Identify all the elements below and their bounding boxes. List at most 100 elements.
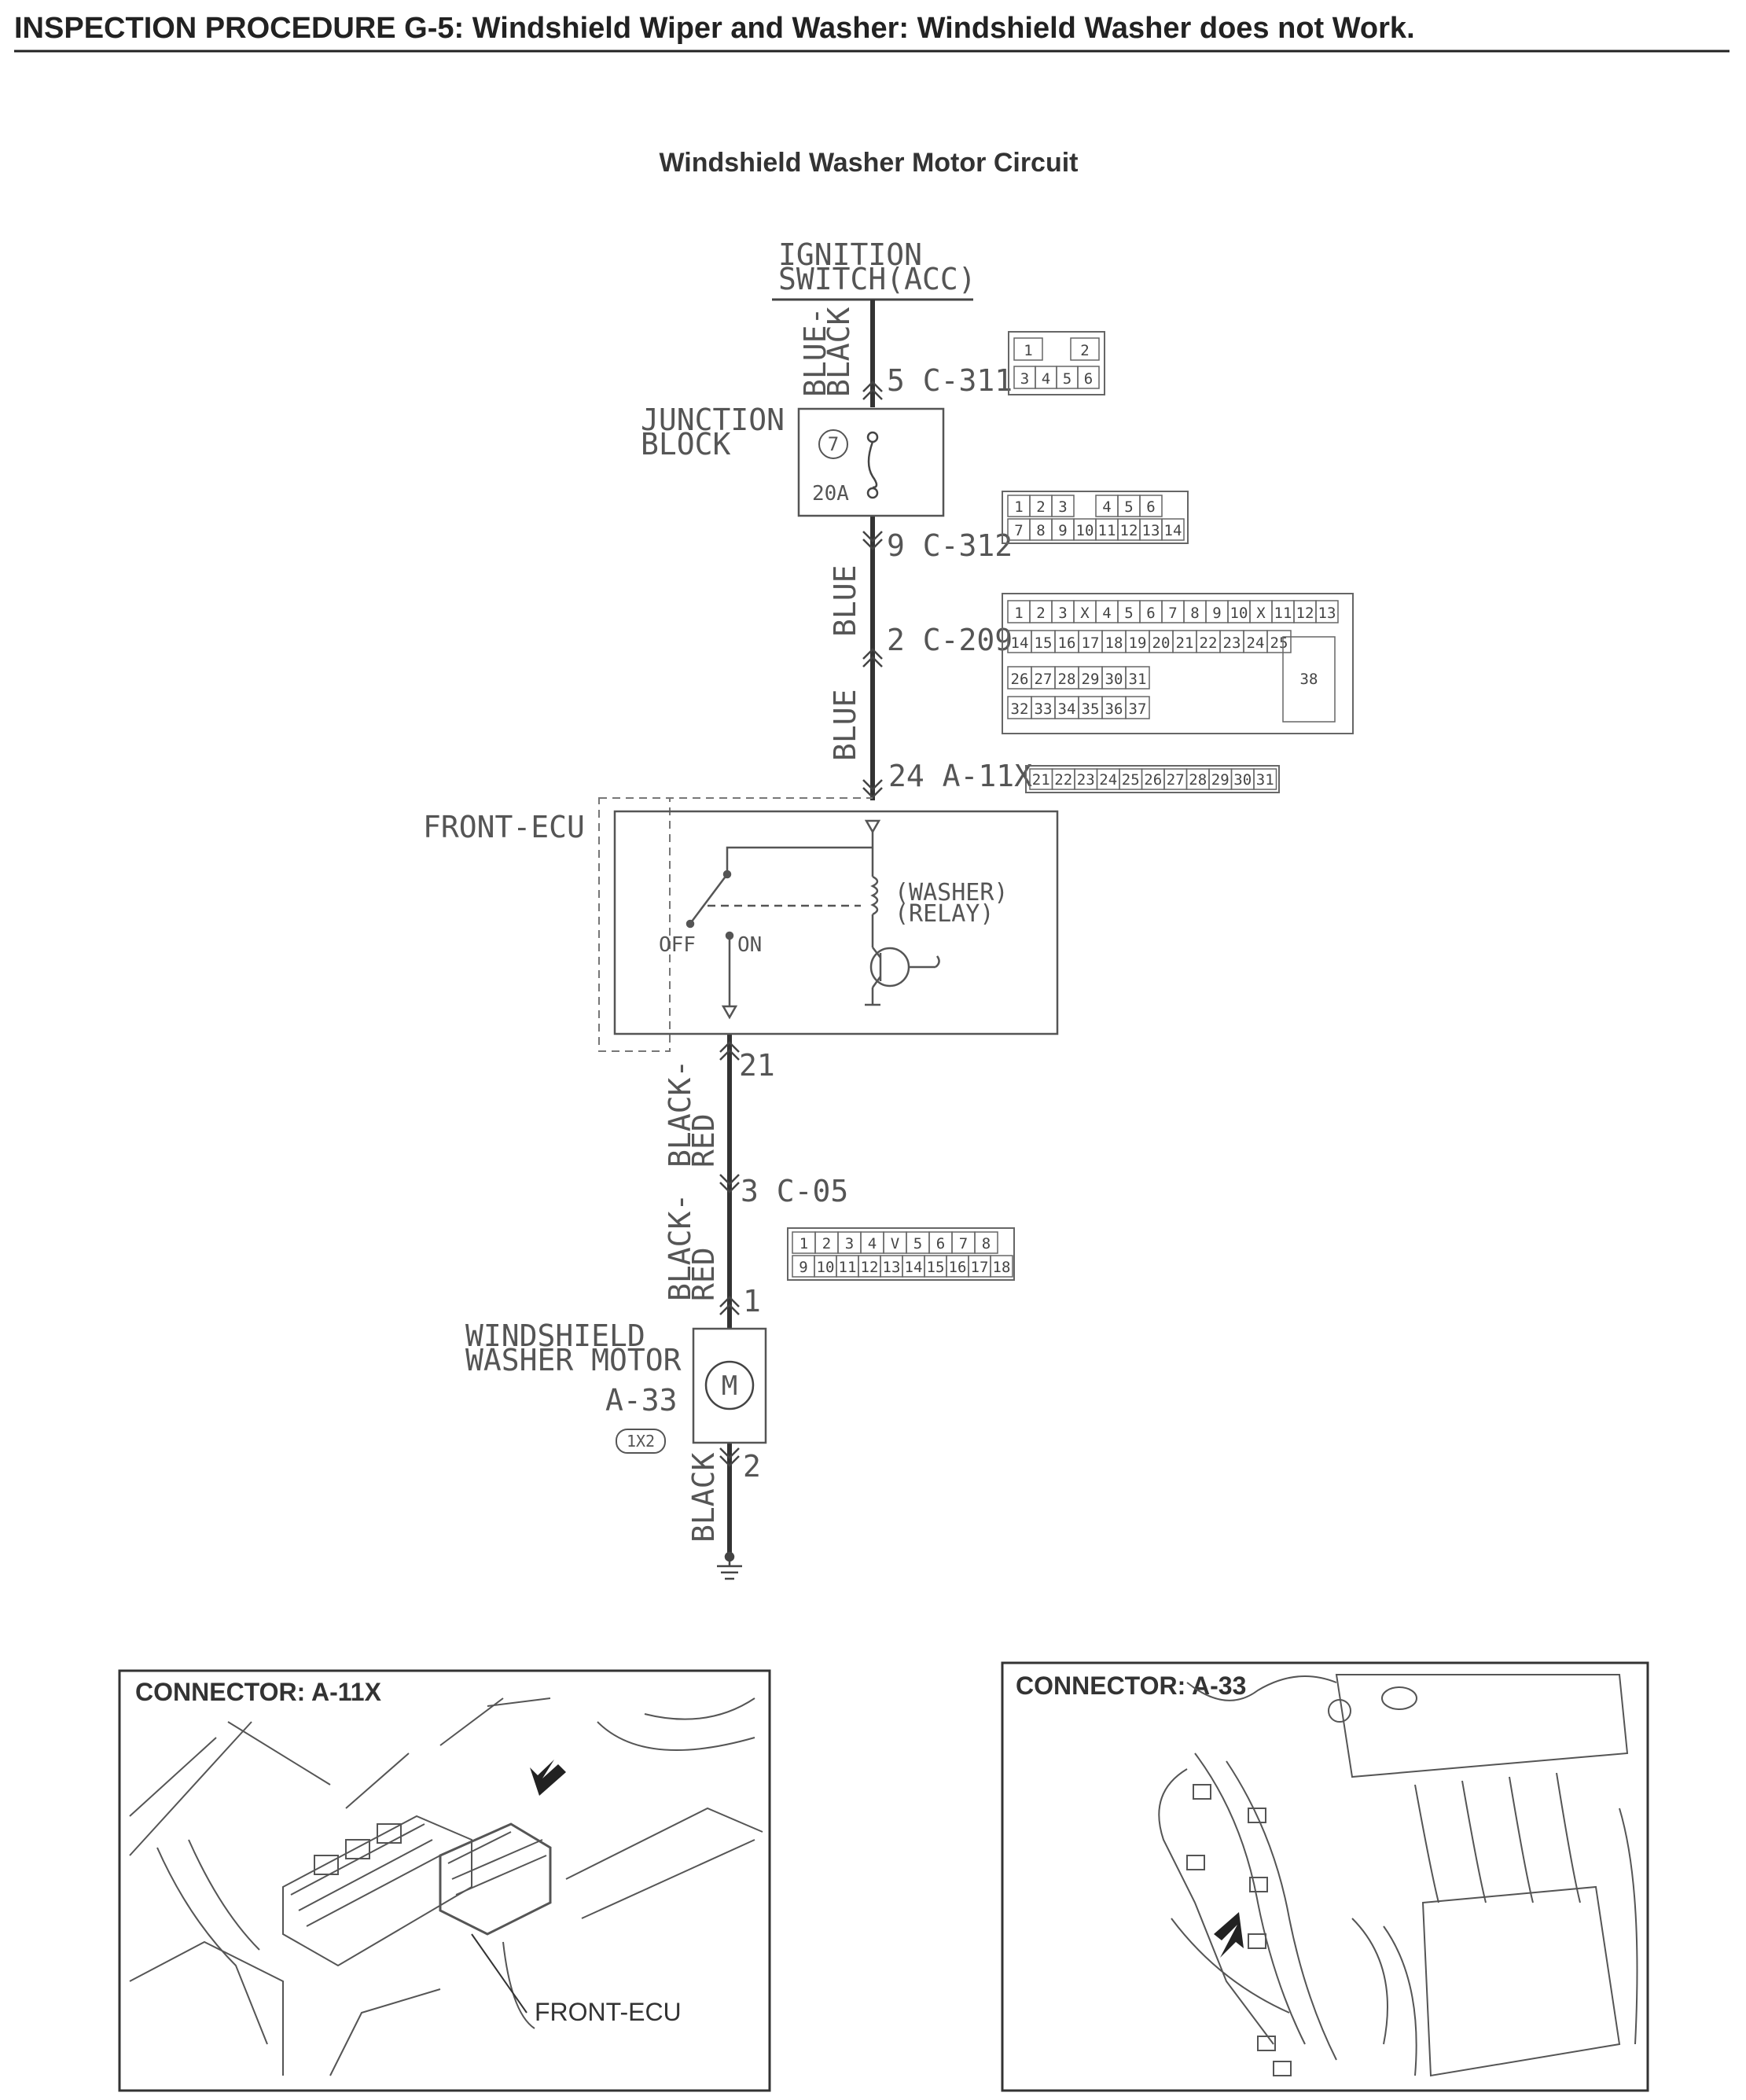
fuse-rating: 20A [812,482,849,506]
pin-number: 25 [1122,771,1140,789]
pin-cell [1051,495,1075,517]
pin-number: 11 [1098,522,1116,539]
svg-text:RED: RED [686,1113,721,1168]
pin-cell [1077,366,1100,389]
pin-number: 9 [1212,605,1221,622]
pin-number: 3 [845,1235,854,1252]
connector-label-a11x: 24 A-11X [888,759,1032,793]
wire-color-black-red-1: BLACK- RED [663,1060,721,1168]
pin-number: 31 [1256,771,1274,789]
pin-number: 13 [883,1259,901,1276]
ignition-label-1: IGNITION [778,237,922,272]
diagram-title: Windshield Washer Motor Circuit [659,148,1078,178]
pin-cell [1070,337,1100,361]
pin-number: 15 [927,1259,945,1276]
pin-number: 1 [799,1235,808,1252]
pin-number: 4 [868,1235,877,1252]
pin-cell [1002,491,1189,544]
pin-number: 38 [1300,671,1318,688]
pin-number: 21 [1176,634,1194,652]
pin-number: 14 [1164,522,1182,539]
pin-number: 16 [1058,634,1076,652]
motor-icon [704,1360,755,1410]
pin-number: 23 [1223,634,1241,652]
connector-label-c311: 5 C-311 [887,363,1013,398]
pin-cell [1315,600,1339,623]
fuse-symbol [866,431,879,499]
connector-label-c209: 2 C-209 [887,623,1013,657]
connector-chevrons [719,381,883,1467]
pin-cell [1139,495,1163,517]
pin-number: 2 [1080,342,1089,359]
pin-number: 26 [1144,771,1162,789]
pin-number: 20 [1152,634,1171,652]
front-ecu-caption: FRONT-ECU [535,1998,682,2026]
pin-number: 2 [1036,605,1045,622]
arrow-icon [530,1760,566,1796]
pin-number: 11 [839,1259,857,1276]
svg-text:BLUE-: BLUE- [798,307,833,397]
pin-cell [1125,696,1150,719]
motor-symbol: M [722,1370,737,1402]
motor-connector-pins: 1X2 [627,1432,655,1451]
pin-cell [1253,768,1277,790]
pin-number: 3 [1058,498,1067,516]
connector-label-c05: 3 C-05 [741,1174,848,1208]
pin-number: 1 [1014,498,1023,516]
pin-number: 28 [1189,771,1207,789]
pin-cell [1025,765,1280,793]
pin-number: 12 [1120,522,1138,539]
pin-number: 12 [861,1259,879,1276]
pin-cell [1013,337,1043,361]
wire-color-blue-2: BLUE [828,689,862,761]
pin-cell [1125,666,1150,690]
pin-number: 34 [1058,701,1076,718]
connector-a33-title: CONNECTOR: A-33 [1016,1672,1246,1700]
pin-number: 31 [1129,671,1147,688]
pin-cell [1008,331,1105,395]
pin-number: 19 [1129,634,1147,652]
fuse-number-badge [818,429,848,459]
motor-connector-badge [616,1429,666,1454]
fuse-number: 7 [828,433,839,455]
pin-number: 6 [936,1235,945,1252]
motor-label-1: WINDSHIELD [465,1318,645,1353]
pin-number: 5 [1124,498,1133,516]
pin-number: 6 [1146,605,1155,622]
wire-color-black-red-2: BLACK- RED [663,1193,721,1301]
pin-number: 10 [817,1259,835,1276]
pin-number: 1 [1024,342,1032,359]
pin-number: 12 [1296,605,1314,622]
pin-cell [1266,630,1292,653]
pin-number: 14 [905,1259,923,1276]
motor-connector-label: A-33 [605,1383,678,1418]
pin-number: 29 [1082,671,1100,688]
pin-number: X [1256,605,1266,622]
pin-number: 8 [982,1235,991,1252]
pin-number: 3 [1058,605,1067,622]
pin-number: 29 [1211,771,1230,789]
pin-number: 18 [1105,634,1123,652]
wire-color-blue-black: BLUE- BLACK [798,307,856,397]
svg-text:BLACK-: BLACK- [663,1060,697,1168]
pin-number: 27 [1167,771,1185,789]
pin-number: X [1080,605,1090,622]
pin-number: 8 [1036,522,1045,539]
pin-number: 22 [1054,771,1072,789]
connector-a33-panel [1001,1661,1649,2092]
washer-relay-circuit [686,819,940,1020]
junction-block-label-1: JUNCTION [641,403,785,437]
pin-number: 5 [1124,605,1133,622]
washer-relay-label-1: (WASHER) [895,879,1009,907]
pin-number: 30 [1105,671,1123,688]
pin-number: 9 [1058,522,1067,539]
switch-off-label: OFF [659,933,696,957]
front-ecu-label: FRONT-ECU [423,810,585,844]
ignition-label-2: SWITCH(ACC) [778,262,976,296]
pin-number: 4 [1042,370,1050,388]
ground-icon [717,1551,742,1580]
